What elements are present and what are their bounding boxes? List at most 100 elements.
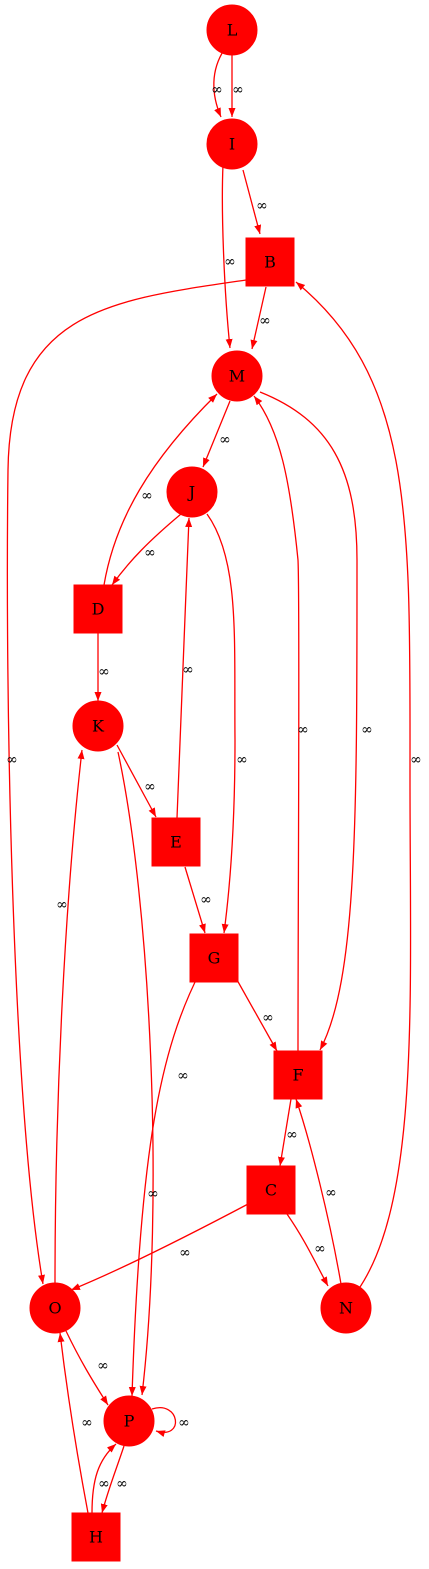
edge-h-to-p: [91, 1443, 117, 1514]
node-i-circle: [206, 118, 258, 170]
edge-label-o-p: ∞: [97, 1358, 109, 1374]
edge-label-m-f: ∞: [361, 722, 373, 738]
edge-label-b-o: ∞: [6, 752, 18, 768]
node-i: I: [206, 118, 258, 170]
edge-label-i-b: ∞: [256, 198, 268, 214]
edge-label-b-m: ∞: [259, 313, 271, 329]
node-e-square: [151, 817, 201, 867]
edge-f-to-c: [278, 1098, 292, 1167]
node-e: E: [151, 817, 201, 867]
node-m-circle: [211, 350, 263, 402]
node-j: J: [166, 466, 218, 518]
node-label-f: F: [292, 1066, 303, 1085]
node-label-b: B: [264, 253, 276, 272]
edge-g-to-p: [128, 971, 201, 1397]
edge-k-to-e: [116, 744, 157, 818]
node-p: P: [103, 1395, 155, 1447]
edge-e-to-g: [184, 866, 206, 934]
edge-label-h-o: ∞: [81, 1415, 93, 1431]
edges-layer: ∞∞∞∞∞∞∞∞∞∞∞∞∞∞∞∞∞∞∞∞∞∞∞∞∞∞∞∞∞∞: [6, 49, 422, 1514]
edge-label-i-m: ∞: [224, 254, 236, 270]
node-l-circle: [206, 4, 258, 56]
edge-b-to-o: [6, 279, 247, 1285]
node-p-circle: [103, 1395, 155, 1447]
node-c: C: [246, 1165, 296, 1215]
edge-label-g-p: ∞: [147, 1186, 159, 1202]
edge-label-o-k: ∞: [56, 897, 68, 913]
edge-label-g-f: ∞: [262, 1010, 274, 1026]
node-label-k: K: [92, 717, 105, 736]
edge-j-to-g: [206, 513, 236, 934]
edge-label-p-p: ∞: [178, 1415, 190, 1431]
edge-b-to-m: [250, 286, 267, 350]
edge-label-c-n: ∞: [314, 1241, 326, 1257]
node-label-i: I: [229, 135, 235, 154]
node-label-e: E: [170, 833, 182, 852]
edge-g-to-f: [231, 970, 278, 1052]
edge-label-l-i: ∞: [211, 82, 223, 98]
node-label-g: G: [208, 949, 221, 968]
edge-p-to-p: [151, 1407, 177, 1438]
node-label-n: N: [339, 1299, 353, 1318]
node-label-j: J: [187, 483, 195, 502]
edge-label-k-e: ∞: [144, 779, 156, 795]
node-k-circle: [72, 700, 124, 752]
edge-h-to-o: [57, 1332, 89, 1514]
node-label-o: O: [48, 1299, 61, 1318]
node-label-c: C: [265, 1181, 277, 1200]
node-o-circle: [29, 1282, 81, 1334]
node-h: H: [71, 1512, 121, 1562]
node-b-square: [245, 237, 295, 287]
edge-label-d-k: ∞: [98, 664, 110, 680]
node-label-h: H: [89, 1528, 103, 1547]
edge-label-l-i: ∞: [232, 82, 244, 98]
edge-p-to-h: [100, 1445, 125, 1514]
edge-label-j-d: ∞: [144, 545, 156, 561]
edge-label-d-m: ∞: [141, 488, 153, 504]
node-c-square: [246, 1165, 296, 1215]
edge-label-n-f: ∞: [325, 1185, 337, 1201]
edge-label-m-j: ∞: [219, 432, 231, 448]
node-k: K: [72, 700, 124, 752]
node-label-l: L: [227, 21, 238, 40]
edge-c-to-o: [70, 1202, 251, 1291]
edge-label-f-m: ∞: [297, 722, 309, 738]
node-m: M: [211, 350, 263, 402]
edge-e-to-j: [176, 517, 193, 819]
edge-c-to-n: [286, 1213, 329, 1287]
edge-f-to-m: [253, 395, 300, 1052]
edge-m-to-f: [259, 391, 358, 1051]
edge-label-e-j: ∞: [182, 662, 194, 678]
edge-n-to-b: [295, 281, 412, 1291]
node-o: O: [29, 1282, 81, 1334]
node-d-square: [73, 584, 123, 634]
node-g-square: [189, 933, 239, 983]
edge-i-to-b: [242, 169, 262, 235]
edge-label-f-c: ∞: [286, 1127, 298, 1143]
node-n: N: [320, 1282, 372, 1334]
edge-l-to-i: [213, 49, 225, 118]
node-j-circle: [166, 466, 218, 518]
node-f-square: [273, 1050, 323, 1100]
edge-n-to-f: [295, 1098, 342, 1285]
edge-o-to-p: [65, 1330, 109, 1406]
edge-label-n-b: ∞: [410, 752, 422, 768]
edge-m-to-j: [202, 400, 231, 468]
edge-label-p-h: ∞: [116, 1476, 128, 1492]
edge-label-j-g: ∞: [236, 752, 248, 768]
node-f: F: [273, 1050, 323, 1100]
edge-j-to-d: [111, 513, 182, 586]
edge-label-k-p: ∞: [177, 1068, 189, 1084]
edge-label-h-p: ∞: [98, 1476, 110, 1492]
node-b: B: [245, 237, 295, 287]
node-label-p: P: [124, 1412, 135, 1431]
node-label-d: D: [92, 600, 105, 619]
node-l: L: [206, 4, 258, 56]
edge-o-to-k: [54, 749, 85, 1284]
edge-label-e-g: ∞: [200, 892, 212, 908]
node-label-m: M: [229, 367, 245, 386]
node-g: G: [189, 933, 239, 983]
edge-k-to-p: [117, 751, 154, 1396]
node-h-square: [71, 1512, 121, 1562]
